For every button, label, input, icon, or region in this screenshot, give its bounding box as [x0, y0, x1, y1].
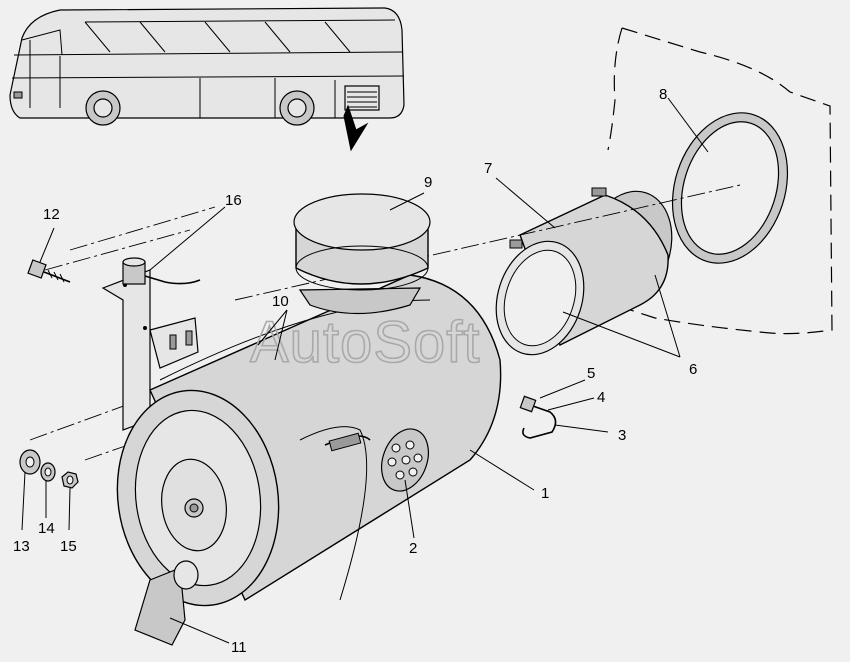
callout-12: 12	[43, 206, 60, 223]
watermark: AutoSoft	[250, 310, 480, 375]
filter-cap	[293, 193, 431, 315]
hose-fitting	[519, 395, 557, 439]
callout-4: 4	[597, 389, 605, 406]
callout-2: 2	[409, 540, 417, 557]
callout-13: 13	[13, 538, 30, 555]
sealing-ring	[671, 112, 789, 264]
callout-9: 9	[424, 174, 432, 191]
callout-14: 14	[38, 520, 55, 537]
body-cutout-outline	[599, 27, 833, 335]
callout-7: 7	[484, 160, 492, 177]
callout-10: 10	[272, 293, 289, 310]
bus-illustration	[9, 7, 405, 152]
callout-8: 8	[659, 86, 667, 103]
callout-6: 6	[689, 361, 697, 378]
callout-16: 16	[225, 192, 242, 209]
callout-11: 11	[231, 639, 247, 656]
air-filter-housing	[116, 274, 502, 607]
dust-outlet	[134, 560, 199, 646]
perforated-plate	[381, 428, 429, 492]
callout-5: 5	[587, 365, 595, 382]
callout-3: 3	[618, 427, 626, 444]
sensor	[122, 257, 201, 285]
callout-15: 15	[60, 538, 77, 555]
bolt	[27, 259, 71, 283]
callout-labels: 1 2 3 4 5 6 7 8 9 10 11 12 13 14 15 16	[13, 86, 697, 656]
callout-1: 1	[541, 485, 549, 502]
leader-lines	[21, 97, 709, 644]
fasteners	[19, 449, 79, 489]
intake-duct	[495, 187, 673, 356]
